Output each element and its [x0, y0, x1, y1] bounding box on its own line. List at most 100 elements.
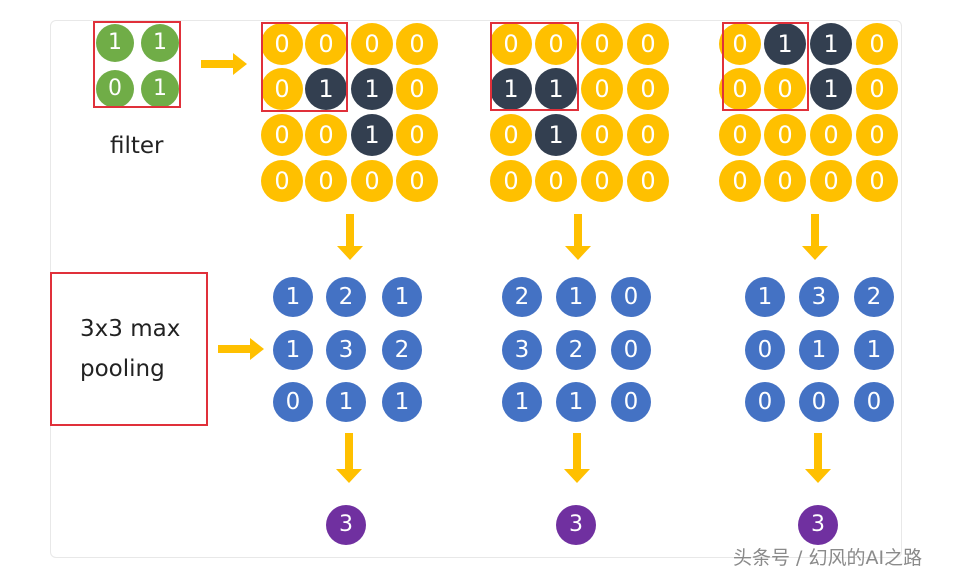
filter-cell: 1: [141, 70, 179, 108]
input-cell-one: 1: [351, 68, 393, 110]
pooling-label-box: [50, 272, 208, 426]
input-cell-zero: 0: [535, 160, 577, 202]
arrow-right-filter: [201, 53, 247, 75]
input-cell-zero: 0: [719, 68, 761, 110]
filter-cell: 1: [96, 24, 134, 62]
feature-map-cell: 2: [382, 330, 422, 370]
input-cell-zero: 0: [719, 114, 761, 156]
input-cell-zero: 0: [856, 23, 898, 65]
arrow-down-to-feature-map: [802, 214, 828, 260]
receptive-window-box: [490, 22, 579, 111]
feature-map-cell: 0: [611, 277, 651, 317]
arrow-down-to-pooled: [805, 433, 831, 483]
pooled-output: 3: [798, 505, 838, 545]
pooled-output: 3: [326, 505, 366, 545]
input-cell-zero: 0: [856, 68, 898, 110]
input-cell-zero: 0: [627, 114, 669, 156]
feature-map-cell: 3: [799, 277, 839, 317]
feature-map-cell: 0: [611, 330, 651, 370]
input-cell-zero: 0: [351, 160, 393, 202]
pooling-label-line1: 3x3 max: [80, 316, 181, 342]
arrow-down-to-feature-map: [565, 214, 591, 260]
input-cell-zero: 0: [490, 160, 532, 202]
feature-map-cell: 2: [556, 330, 596, 370]
input-cell-zero: 0: [261, 160, 303, 202]
feature-map-cell: 1: [273, 330, 313, 370]
feature-map-cell: 1: [502, 382, 542, 422]
feature-map-cell: 1: [382, 277, 422, 317]
feature-map-cell: 2: [326, 277, 366, 317]
input-cell-one: 1: [305, 68, 347, 110]
input-cell-zero: 0: [764, 160, 806, 202]
feature-map-cell: 0: [799, 382, 839, 422]
arrow-down-to-feature-map: [337, 214, 363, 260]
input-cell-zero: 0: [719, 160, 761, 202]
feature-map-cell: 2: [502, 277, 542, 317]
feature-map-cell: 1: [799, 330, 839, 370]
feature-map-cell: 3: [326, 330, 366, 370]
input-cell-zero: 0: [581, 23, 623, 65]
feature-map-cell: 0: [273, 382, 313, 422]
input-cell-zero: 0: [581, 68, 623, 110]
filter-box: [93, 21, 181, 108]
input-cell-one: 1: [810, 68, 852, 110]
input-cell-zero: 0: [396, 68, 438, 110]
input-cell-zero: 0: [351, 23, 393, 65]
input-cell-zero: 0: [627, 160, 669, 202]
feature-map-cell: 3: [502, 330, 542, 370]
pooling-label-line2: pooling: [80, 356, 165, 382]
input-cell-zero: 0: [719, 23, 761, 65]
input-cell-zero: 0: [627, 23, 669, 65]
pooling-label: 3x3 max pooling: [50, 272, 208, 426]
arrow-down-to-pooled: [564, 433, 590, 483]
feature-map-cell: 0: [745, 382, 785, 422]
input-cell-one: 1: [535, 114, 577, 156]
input-cell-zero: 0: [490, 114, 532, 156]
input-cell-zero: 0: [627, 68, 669, 110]
feature-map-cell: 1: [745, 277, 785, 317]
input-cell-zero: 0: [396, 114, 438, 156]
input-cell-zero: 0: [856, 114, 898, 156]
feature-map-cell: 0: [854, 382, 894, 422]
input-cell-zero: 0: [261, 114, 303, 156]
receptive-window-box: [722, 22, 809, 111]
input-cell-zero: 0: [810, 160, 852, 202]
feature-map-cell: 1: [854, 330, 894, 370]
receptive-window-box: [261, 22, 348, 112]
input-cell-zero: 0: [490, 23, 532, 65]
input-cell-zero: 0: [764, 114, 806, 156]
feature-map-cell: 1: [326, 382, 366, 422]
input-cell-one: 1: [351, 114, 393, 156]
input-cell-zero: 0: [396, 160, 438, 202]
input-cell-one: 1: [764, 23, 806, 65]
feature-map-cell: 0: [745, 330, 785, 370]
arrow-right-pooling: [218, 338, 264, 360]
feature-map-cell: 1: [382, 382, 422, 422]
filter-cell: 1: [141, 24, 179, 62]
feature-map-cell: 0: [611, 382, 651, 422]
input-cell-one: 1: [490, 68, 532, 110]
input-cell-zero: 0: [581, 114, 623, 156]
input-cell-zero: 0: [535, 23, 577, 65]
input-cell-zero: 0: [396, 23, 438, 65]
input-cell-zero: 0: [305, 160, 347, 202]
filter-label: filter: [110, 133, 164, 159]
input-cell-zero: 0: [305, 23, 347, 65]
pooled-output: 3: [556, 505, 596, 545]
input-cell-zero: 0: [581, 160, 623, 202]
input-cell-zero: 0: [764, 68, 806, 110]
watermark: 头条号 / 幻风的AI之路: [733, 547, 923, 569]
input-cell-zero: 0: [261, 68, 303, 110]
feature-map-cell: 1: [556, 382, 596, 422]
input-cell-zero: 0: [856, 160, 898, 202]
input-cell-zero: 0: [810, 114, 852, 156]
input-cell-zero: 0: [305, 114, 347, 156]
arrow-down-to-pooled: [336, 433, 362, 483]
input-cell-one: 1: [535, 68, 577, 110]
filter-cell: 0: [96, 70, 134, 108]
feature-map-cell: 2: [854, 277, 894, 317]
feature-map-cell: 1: [273, 277, 313, 317]
input-cell-zero: 0: [261, 23, 303, 65]
input-cell-one: 1: [810, 23, 852, 65]
